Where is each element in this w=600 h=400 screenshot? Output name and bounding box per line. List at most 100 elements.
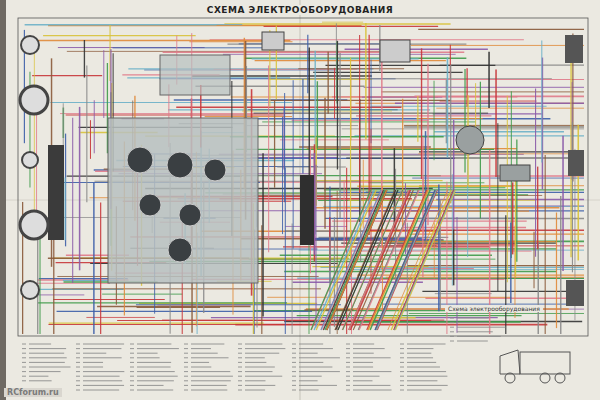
wire	[223, 54, 456, 55]
wire	[65, 178, 66, 241]
legend-row	[83, 390, 119, 391]
legend-row	[76, 390, 80, 391]
legend-row	[29, 380, 52, 381]
legend-row	[137, 371, 175, 372]
legend-row	[29, 362, 65, 363]
legend-row	[407, 367, 440, 368]
legend-row	[353, 357, 391, 358]
wire	[421, 48, 422, 179]
gauge-symbol	[168, 238, 192, 262]
wire	[38, 302, 287, 303]
wire	[447, 57, 449, 157]
legend-row	[299, 357, 340, 358]
lamp-symbol	[21, 281, 39, 299]
legend-row	[346, 380, 350, 381]
wire	[94, 100, 95, 153]
wire	[268, 65, 269, 252]
legend-row	[83, 353, 106, 354]
legend-row	[353, 376, 380, 377]
legend-row	[22, 367, 26, 368]
legend-row	[76, 362, 80, 363]
wire	[344, 180, 345, 248]
wire	[66, 115, 284, 116]
truck-cab	[500, 350, 520, 374]
lamp-symbol	[21, 36, 39, 54]
wire	[339, 53, 340, 218]
legend-row	[457, 331, 493, 332]
legend-row	[450, 336, 454, 337]
legend-row	[130, 353, 134, 354]
wire	[97, 306, 251, 307]
legend-row	[83, 362, 103, 363]
legend-row	[191, 385, 227, 386]
wire	[245, 125, 358, 126]
legend-row	[76, 344, 80, 345]
truck-wheel	[540, 373, 550, 383]
wire	[79, 107, 81, 270]
wire	[163, 52, 465, 53]
legend-row	[245, 367, 275, 368]
wire	[416, 118, 482, 119]
legend-row	[407, 344, 446, 345]
wire	[324, 98, 325, 229]
legend-row	[137, 357, 160, 358]
legend-row	[238, 367, 242, 368]
headlamp-symbol	[20, 211, 48, 239]
wire	[217, 25, 319, 26]
legend-row	[76, 371, 80, 372]
wire	[285, 230, 367, 232]
wire	[404, 125, 584, 126]
wire	[516, 139, 517, 261]
legend-row	[346, 344, 350, 345]
wire	[381, 91, 584, 92]
wire	[394, 148, 395, 228]
wire	[434, 81, 435, 161]
legend-row	[299, 353, 318, 354]
wire	[282, 117, 283, 234]
legend-row	[29, 357, 67, 358]
wire	[505, 215, 506, 334]
legend-row	[245, 344, 282, 345]
legend-row	[238, 348, 242, 349]
poster-sheet	[6, 0, 600, 400]
legend-row	[407, 380, 437, 381]
legend-row	[83, 344, 124, 345]
wire	[293, 80, 294, 248]
legend-row	[292, 376, 296, 377]
legend-row	[245, 380, 266, 381]
legend-row	[191, 367, 211, 368]
relay-symbol	[262, 32, 284, 50]
starter-symbol	[500, 165, 530, 181]
relay-symbol	[380, 40, 410, 62]
wire	[49, 323, 264, 324]
wire	[338, 190, 398, 330]
legend-row	[76, 376, 80, 377]
wire	[280, 139, 389, 140]
wire	[254, 195, 543, 196]
wire	[562, 136, 564, 271]
wire	[72, 118, 73, 283]
legend-row	[353, 385, 390, 386]
legend-row	[245, 390, 265, 391]
legend-row	[184, 357, 188, 358]
legend-row	[299, 390, 319, 391]
wire	[537, 167, 538, 250]
wire	[65, 134, 66, 247]
wire	[436, 108, 584, 109]
legend-row	[238, 390, 242, 391]
wire	[488, 52, 490, 108]
legend-row	[83, 357, 122, 358]
switch-block	[160, 55, 230, 95]
wire	[377, 190, 437, 330]
wire	[103, 50, 104, 118]
legend-row	[353, 344, 374, 345]
wire	[264, 26, 439, 27]
legend-row	[191, 357, 229, 358]
truck-body	[520, 352, 570, 374]
wire	[284, 93, 285, 202]
legend-row	[191, 371, 230, 372]
plug-symbol	[566, 280, 584, 306]
legend-row	[130, 380, 134, 381]
legend-row	[22, 357, 26, 358]
wire	[32, 75, 102, 76]
